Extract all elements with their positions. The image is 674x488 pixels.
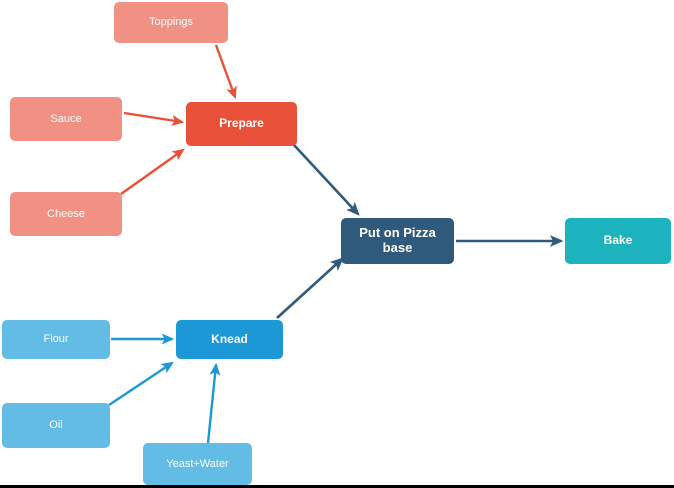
edge-oil-to-knead — [108, 361, 174, 406]
node-oil-label: Oil — [49, 419, 63, 432]
edge-yeast-water-to-knead — [206, 362, 221, 444]
node-prepare-label: Prepare — [219, 116, 264, 131]
node-cheese-label: Cheese — [47, 207, 85, 220]
node-bake[interactable]: Bake — [565, 218, 671, 264]
node-flour-label: Flour — [43, 333, 69, 346]
node-oil[interactable]: Oil — [2, 403, 110, 448]
node-prepare[interactable]: Prepare — [186, 102, 297, 146]
edge-toppings-to-prepare — [214, 44, 237, 100]
node-sauce-label: Sauce — [50, 112, 82, 125]
bottom-border-rule — [0, 485, 674, 488]
node-toppings[interactable]: Toppings — [114, 2, 228, 43]
node-toppings-label: Toppings — [148, 16, 194, 29]
edge-prepare-to-base — [293, 144, 360, 216]
node-bake-label: Bake — [603, 233, 633, 248]
edge-sauce-to-prepare — [123, 111, 185, 126]
node-put-on-pizza-base[interactable]: Put on Pizza base — [341, 218, 454, 264]
node-yeast-water[interactable]: Yeast+Water — [143, 443, 252, 485]
node-put-on-pizza-base-label: Put on Pizza base — [359, 225, 436, 255]
node-sauce[interactable]: Sauce — [10, 97, 122, 141]
node-yeast-water-label: Yeast+Water — [166, 457, 229, 470]
edge-cheese-to-prepare — [120, 148, 185, 195]
edge-knead-to-base — [276, 257, 344, 319]
node-knead[interactable]: Knead — [176, 320, 283, 359]
node-flour[interactable]: Flour — [2, 320, 110, 359]
node-knead-label: Knead — [211, 331, 248, 346]
node-cheese[interactable]: Cheese — [10, 192, 122, 236]
